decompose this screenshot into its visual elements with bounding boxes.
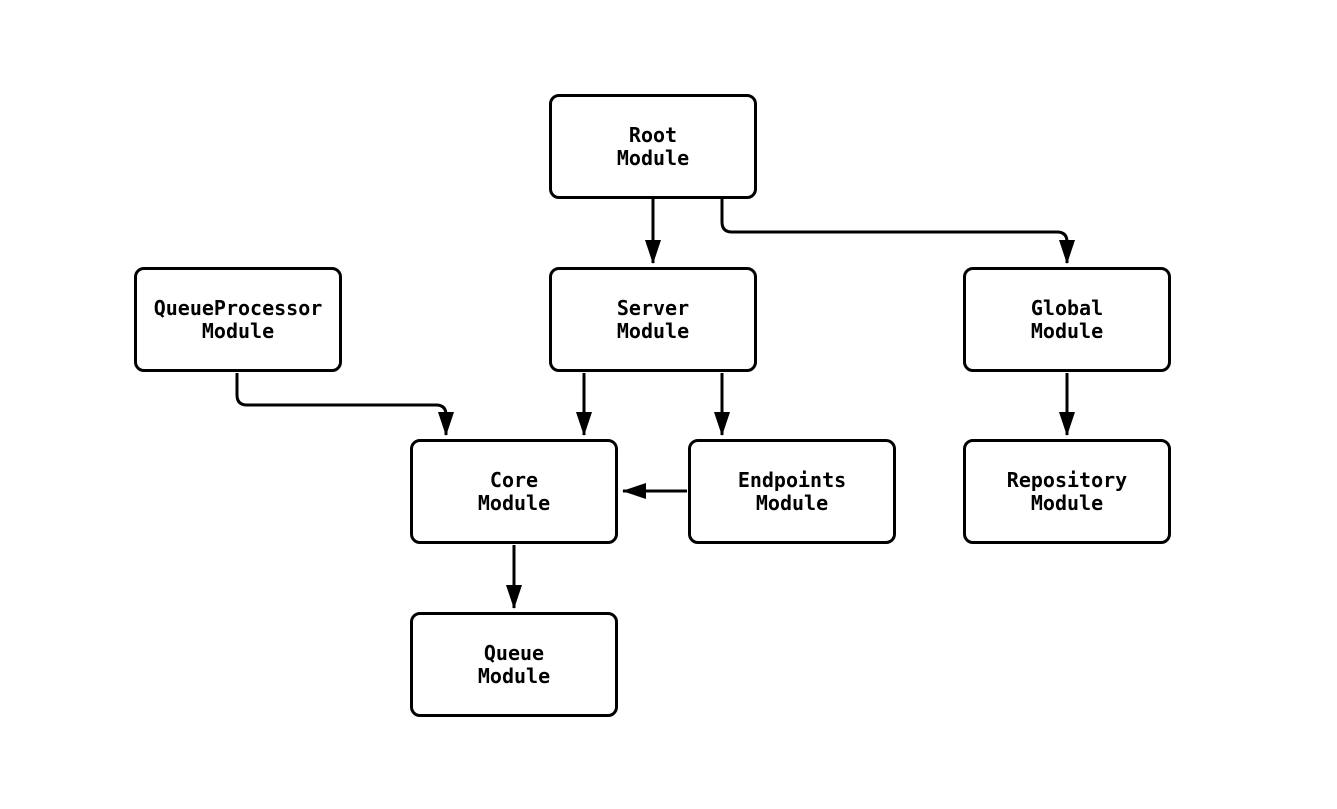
edge-queueprocessor-core (235, 373, 454, 436)
node-core-module-label: Core Module (477, 467, 551, 515)
node-repository-module-label: Repository Module (1006, 467, 1128, 515)
node-queue-module: Queue Module (410, 612, 618, 717)
node-endpoints-module: Endpoints Module (688, 439, 896, 544)
edge-root-global (720, 199, 1075, 264)
node-global-module-label: Global Module (1030, 295, 1104, 343)
node-global-module: Global Module (963, 267, 1171, 372)
node-queue-module-label: Queue Module (477, 640, 551, 688)
node-server-module-label: Server Module (616, 295, 690, 343)
node-root-module-label: Root Module (616, 122, 690, 170)
node-endpoints-module-label: Endpoints Module (737, 467, 847, 515)
node-repository-module: Repository Module (963, 439, 1171, 544)
node-queueprocessor-module-label: QueueProcessor Module (153, 295, 323, 343)
node-server-module: Server Module (549, 267, 757, 372)
node-core-module: Core Module (410, 439, 618, 544)
node-queueprocessor-module: QueueProcessor Module (134, 267, 342, 372)
node-root-module: Root Module (549, 94, 757, 199)
